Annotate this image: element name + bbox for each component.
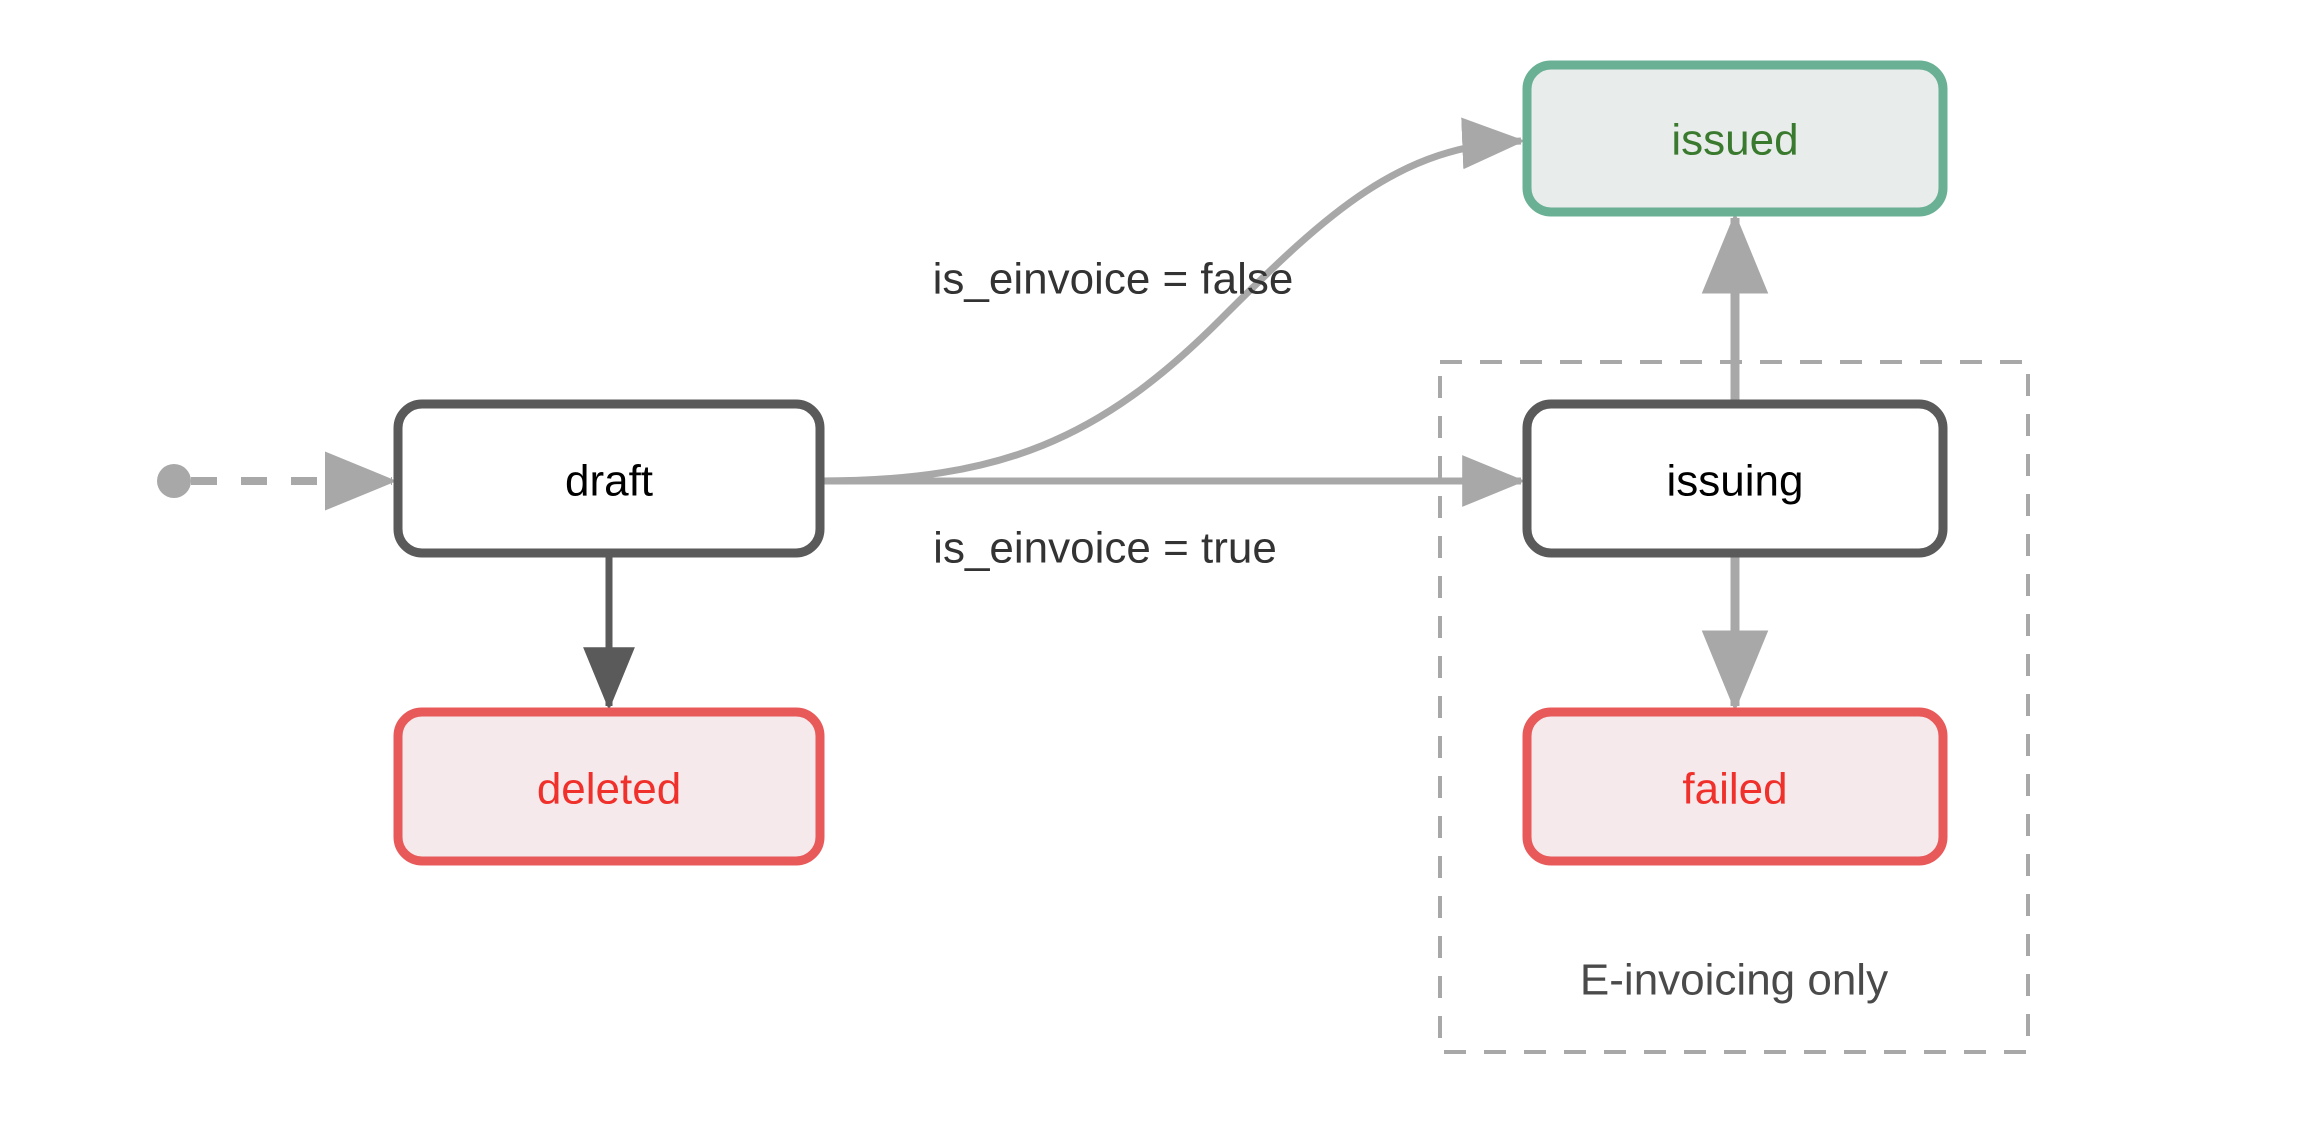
state-node-issued-rect[interactable] — [1522, 60, 1948, 217]
state-node-draft-label: draft — [565, 457, 653, 506]
state-node-issued[interactable]: issued — [1522, 60, 1948, 217]
state-node-issuing-label: issuing — [1667, 457, 1804, 506]
state-node-deleted-rect[interactable] — [393, 707, 825, 866]
group-label: E-invoicing only — [1580, 956, 1888, 1005]
edge-draft-to-issued — [819, 117, 1526, 485]
state-node-deleted-label: deleted — [537, 765, 681, 814]
state-node-failed[interactable]: failed — [1522, 707, 1948, 866]
state-node-issuing-rect[interactable] — [1522, 399, 1948, 558]
state-node-deleted[interactable]: deleted — [393, 707, 825, 866]
state-node-issuing[interactable]: issuing — [1522, 399, 1948, 558]
state-node-draft-rect[interactable] — [393, 399, 825, 558]
state-node-failed-label: failed — [1682, 765, 1787, 814]
initial-state-dot — [157, 464, 191, 498]
state-node-draft[interactable]: draft — [393, 399, 825, 558]
state-node-failed-rect[interactable] — [1522, 707, 1948, 866]
edge-label-is-einvoice-true: is_einvoice = true — [933, 524, 1277, 573]
edge-label-is-einvoice-false: is_einvoice = false — [933, 255, 1294, 304]
state-node-issued-label: issued — [1671, 116, 1798, 165]
